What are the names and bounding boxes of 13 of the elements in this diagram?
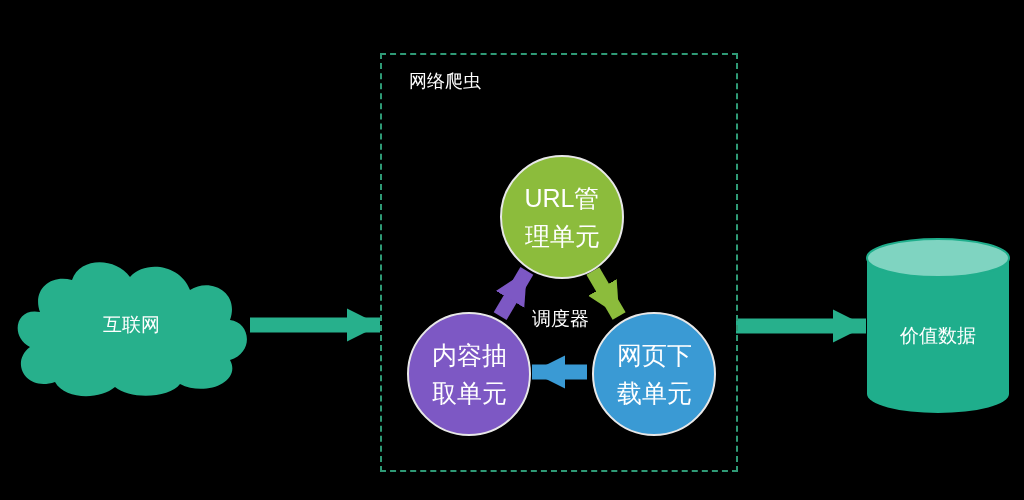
block-arrow	[532, 355, 587, 389]
dashed-frame	[380, 53, 738, 472]
block-arrow	[586, 267, 626, 320]
unit-circle: URL管理单元	[500, 155, 624, 279]
block-arrow	[493, 267, 534, 320]
scheduler-label: 调度器	[532, 307, 589, 331]
node-label: 价值数据	[900, 324, 976, 348]
group-title: 网络爬虫	[409, 70, 481, 93]
block-arrow	[250, 308, 380, 342]
unit-circle: 网页下载单元	[592, 312, 716, 436]
block-arrow	[736, 309, 866, 343]
node-label: 互联网	[102, 313, 160, 337]
unit-circle: 内容抽取单元	[407, 312, 531, 436]
